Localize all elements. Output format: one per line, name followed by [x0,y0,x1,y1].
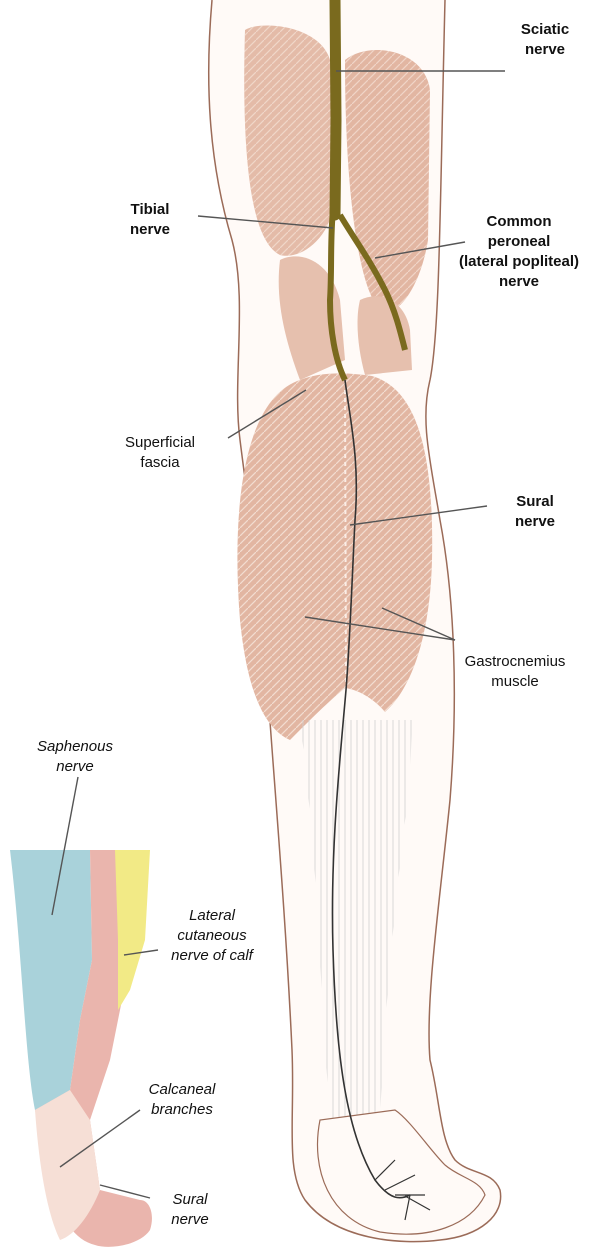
label-sciatic-nerve: Sciatic nerve [500,20,590,60]
label-lateral-cutaneous-nerve: Lateral cutaneous nerve of calf [152,906,272,966]
label-gastrocnemius-muscle: Gastrocnemius muscle [440,652,590,692]
label-superficial-fascia: Superficial fascia [95,433,225,473]
gastrocnemius-muscle [237,373,432,740]
sciatic-nerve [335,0,336,215]
label-sural-nerve: Sural nerve [490,492,580,532]
label-calcaneal-branches: Calcaneal branches [132,1080,232,1120]
label-saphenous-nerve: Saphenous nerve [20,737,130,777]
inset-cutaneous-map [10,850,152,1247]
label-tibial-nerve: Tibial nerve [105,200,195,240]
label-sural-nerve-inset: Sural nerve [150,1190,230,1230]
label-common-peroneal-nerve: Common peroneal (lateral popliteal) nerv… [446,212,592,292]
